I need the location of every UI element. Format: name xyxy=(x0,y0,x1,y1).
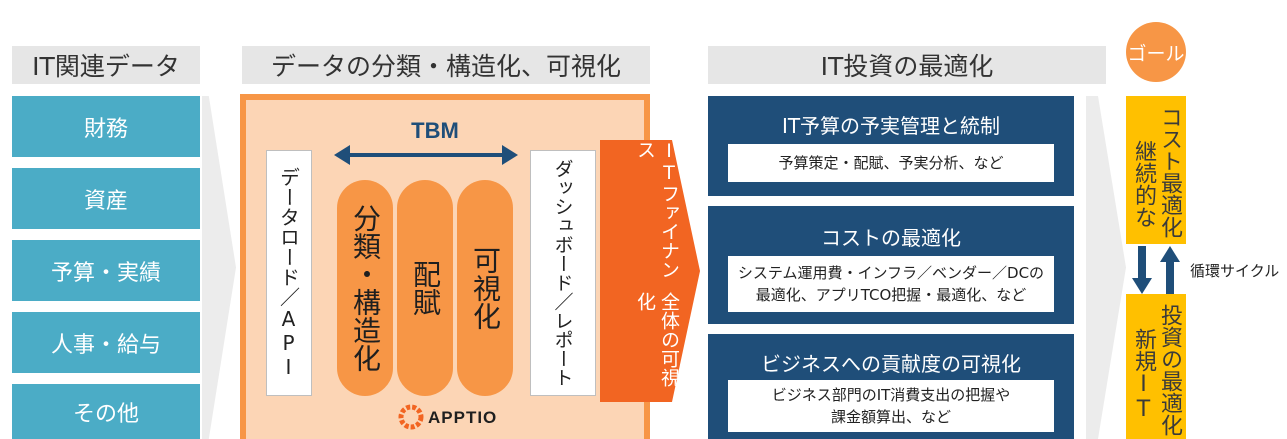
apptio-logo-icon xyxy=(398,404,424,430)
tbm-label: TBM xyxy=(411,118,459,143)
flow-arrow-3 xyxy=(1086,96,1126,439)
arrow-down-icon xyxy=(1132,246,1152,294)
flow-arrow-1 xyxy=(202,96,236,439)
header-classification: データの分類・構造化、可視化 xyxy=(242,46,650,84)
goal-badge: ゴール xyxy=(1126,22,1186,82)
data-load-box: データロード／API xyxy=(266,150,312,396)
opt-budget-detail: 予算策定・配賦、予実分析、など xyxy=(728,144,1054,182)
opt-business-detail-line1: ビジネス部門のIT消費支出の把握や xyxy=(771,386,1011,404)
goal-top-col1: コスト最適化 xyxy=(1157,106,1182,238)
pill-allocation: 配賦 xyxy=(397,180,453,396)
opt-business-detail: ビジネス部門のIT消費支出の把握や 課金額算出、など xyxy=(728,380,1054,432)
cycle-label: 循環サイクル xyxy=(1190,262,1280,280)
data-source-other: その他 xyxy=(12,384,200,439)
double-arrow-icon xyxy=(334,145,518,165)
opt-business-title: ビジネスへの貢献度の可視化 xyxy=(761,352,1021,376)
data-source-budget: 予算・実績 xyxy=(12,240,200,301)
data-source-hr: 人事・給与 xyxy=(12,312,200,373)
pill-visualization: 可視化 xyxy=(457,180,513,396)
goal-top-box: コスト最適化 継続的な xyxy=(1126,96,1186,244)
goal-top-col2: 継続的な xyxy=(1131,140,1156,228)
apptio-logo-text: APPTIO xyxy=(428,408,498,427)
goal-bottom-col1: 投資の最適化 xyxy=(1157,304,1182,436)
it-finance-arrow: ITファイナンス 全体の可視化 xyxy=(600,140,700,402)
header-it-data: IT関連データ xyxy=(12,46,200,84)
opt-budget-title: IT予算の予実管理と統制 xyxy=(781,114,1001,138)
pill-classification: 分類・構造化 xyxy=(337,180,393,396)
opt-budget-detail-line1: 予算策定・配賦、予実分析、など xyxy=(778,154,1004,172)
opt-cost-detail: システム運用費・インフラ／ベンダー／DCの 最適化、アプリTCO把握・最適化、な… xyxy=(728,256,1054,312)
opt-business-box: ビジネスへの貢献度の可視化 ビジネス部門のIT消費支出の把握や 課金額算出、など xyxy=(708,334,1074,439)
goal-bottom-col2: 新規IT xyxy=(1131,328,1156,422)
header-optimization: IT投資の最適化 xyxy=(708,46,1106,84)
opt-cost-detail-line1: システム運用費・インフラ／ベンダー／DCの xyxy=(737,264,1045,282)
opt-cost-title: コストの最適化 xyxy=(821,226,961,250)
opt-budget-box: IT予算の予実管理と統制 予算策定・配賦、予実分析、など xyxy=(708,96,1074,196)
opt-cost-box: コストの最適化 システム運用費・インフラ／ベンダー／DCの 最適化、アプリTCO… xyxy=(708,206,1074,324)
arrow-up-icon xyxy=(1160,246,1180,294)
opt-cost-detail-line2: 最適化、アプリTCO把握・最適化、など xyxy=(755,286,1027,304)
data-source-finance: 財務 xyxy=(12,96,200,157)
dashboard-box: ダッシュボード／レポート xyxy=(530,150,596,396)
it-finance-line2: 全体の可視化 xyxy=(634,292,680,388)
data-source-assets: 資産 xyxy=(12,168,200,229)
opt-business-detail-line2: 課金額算出、など xyxy=(830,408,951,426)
goal-bottom-box: 投資の最適化 新規IT xyxy=(1126,294,1186,439)
it-finance-line1: ITファイナンス xyxy=(634,140,680,279)
